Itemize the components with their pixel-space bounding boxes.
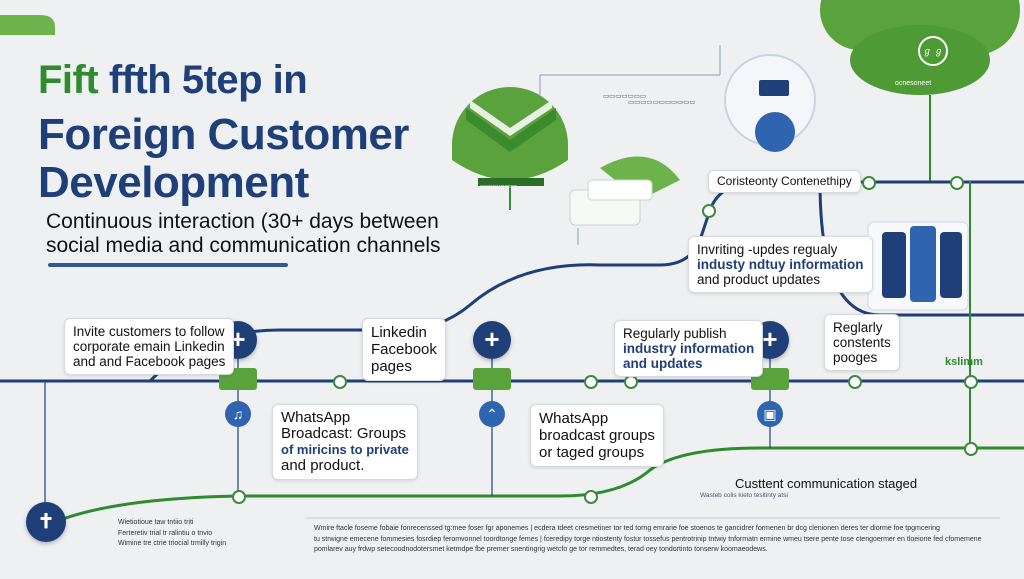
inviting-callout: Invriting -updes regualy industy ndtuy i… — [688, 236, 873, 293]
timeline-node — [624, 375, 638, 389]
cloud-device-icon: ℊ ℊ — [918, 36, 948, 66]
callout-line: corporate emain Linkedin — [73, 339, 225, 354]
subtitle-line-2: social media and communication channels — [46, 234, 441, 257]
step-marker — [473, 368, 511, 390]
title-rest: ffth 5tep in — [108, 58, 308, 102]
title-line-2: Foreign Customer — [38, 110, 409, 159]
callout-line: and updates — [623, 356, 703, 371]
cloud-tag: ocnesoneet — [895, 80, 932, 87]
bottom-text-line: pomlarev auy frdwp setecoodnodotersmet k… — [314, 546, 768, 553]
whatsapp-callout-2: WhatsApp broadcast groups or taged group… — [530, 404, 664, 467]
callout-line: pooges — [833, 350, 878, 365]
callout-line: pages — [371, 358, 412, 375]
callout-line: industry information — [623, 341, 755, 356]
linkedin-callout: Linkedin Facebook pages — [362, 318, 446, 381]
title-line-1: Fift ffth 5tep in — [38, 58, 308, 103]
callout-line: and and Facebook pages — [73, 354, 226, 369]
callout-line: WhatsApp — [281, 409, 351, 426]
callout-line: broadcast groups — [539, 427, 655, 444]
publish-callout: Regularly publish industry information a… — [614, 320, 764, 377]
subtitle: Continuous interaction (30+ days between… — [46, 210, 466, 258]
timeline-node — [950, 176, 964, 190]
title-green-part: Fift — [38, 58, 99, 102]
note-line: Ferteretiv trial tr ralintiu o tnvio — [118, 529, 213, 537]
bottom-text-line: tu strwigne emecene fommesies fosrdiep f… — [314, 535, 982, 543]
callout-line: Invriting -updes regualy — [697, 242, 838, 257]
invite-callout: Invite customers to follow corporate ema… — [64, 318, 235, 375]
callout-line: Reglarly — [833, 320, 883, 335]
timeline-node — [848, 375, 862, 389]
timeline-node — [584, 490, 598, 504]
top-tiny-label: ▭▭▭▭▭▭▭▭▭▭▭ — [628, 99, 696, 106]
callout-line: Linkedin — [371, 324, 427, 341]
callout-line: constents — [833, 335, 891, 350]
top-tiny-label: ▭▭▭▭▭▭▭ — [603, 93, 646, 100]
timeline-node — [862, 176, 876, 190]
whatsapp-icon[interactable]: ♫ — [225, 401, 251, 427]
timeline-node — [584, 375, 598, 389]
regularly-callout: Reglarly constents pooges — [824, 314, 900, 371]
title-line-3: Development — [38, 158, 309, 207]
green-graphic — [452, 87, 680, 226]
note-line: Wimine tre ctrie triocial trmilly trigin — [118, 540, 227, 547]
kelimm-label: kslimm — [945, 356, 983, 368]
subtitle-line-1: Continuous interaction (30+ days between — [46, 210, 439, 233]
bottom-left-notes: Wietiotioue taw tntiio triti Ferteretiv … — [118, 518, 226, 550]
callout-line: Regularly publish — [623, 326, 727, 341]
callout-line: and product updates — [697, 272, 821, 287]
callout-line: and product. — [281, 457, 365, 474]
cross-icon[interactable]: ✝ — [26, 502, 66, 542]
whatsapp-icon[interactable]: ⌃ — [479, 401, 505, 427]
note-line: Wietiotioue taw tntiio triti — [118, 519, 194, 526]
timeline-node — [232, 490, 246, 504]
callout-line: or taged groups — [539, 444, 645, 461]
plate-label: ▭▭▭▭▭▭ — [480, 183, 517, 190]
callout-line: of miricins to private — [281, 442, 409, 457]
callout-line: WhatsApp — [539, 410, 609, 427]
timeline-node — [702, 204, 716, 218]
custent-sub-label: Wasteb colis kieto tesitinty atsi — [700, 492, 788, 499]
bottom-text: Wmire ftacle foseme fobaie fonrecenssed … — [314, 524, 1004, 556]
callout-line: industy ndtuy information — [697, 257, 864, 272]
timeline-node — [964, 375, 978, 389]
whatsapp-icon[interactable]: ▣ — [757, 401, 783, 427]
timeline-node — [964, 442, 978, 456]
title-underline — [48, 263, 288, 267]
callout-line: Invite customers to follow — [73, 324, 225, 339]
callout-line: Broadcast: Groups — [281, 425, 407, 442]
bottom-text-line: Wmire ftacle foseme fobaie fonrecenssed … — [314, 525, 940, 532]
consistency-label: Coristeonty Contenethipy — [708, 170, 861, 193]
whatsapp-callout-1: WhatsApp Broadcast: Groups of miricins t… — [272, 404, 418, 480]
timeline-node — [333, 375, 347, 389]
custent-label: Custtent communication staged — [735, 476, 918, 491]
callout-line: Facebook — [371, 341, 437, 358]
plus-icon[interactable]: + — [473, 321, 511, 359]
